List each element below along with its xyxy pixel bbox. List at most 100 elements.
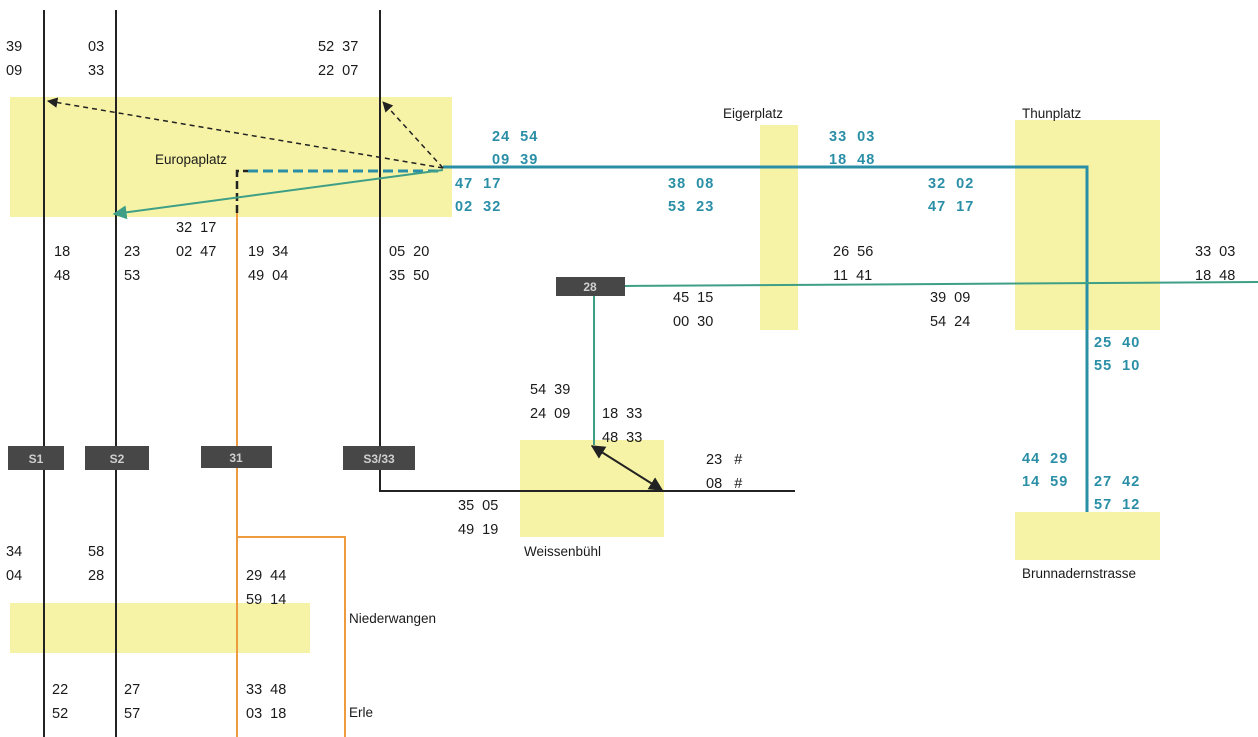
times-31-mid-b: 19 34 49 04 xyxy=(248,244,288,284)
line-31-loop xyxy=(237,536,346,737)
svg-text:04: 04 xyxy=(6,568,22,584)
stop-label-europaplatz: Europaplatz xyxy=(155,152,227,167)
times-thun-blue-south: 25 40 55 10 xyxy=(1094,335,1140,374)
badge-s3-33: S3/33 xyxy=(343,446,415,470)
svg-text:28: 28 xyxy=(583,280,597,294)
svg-text:32 02: 32 02 xyxy=(928,176,974,192)
svg-text:48: 48 xyxy=(54,268,70,284)
svg-text:49 19: 49 19 xyxy=(458,522,498,538)
svg-text:53: 53 xyxy=(124,268,140,284)
times-brunn-b: 27 42 57 12 xyxy=(1094,474,1140,513)
svg-text:09: 09 xyxy=(6,63,22,79)
svg-text:00 30: 00 30 xyxy=(673,314,713,330)
svg-text:28: 28 xyxy=(88,568,104,584)
svg-text:33: 33 xyxy=(88,63,104,79)
svg-text:18 48: 18 48 xyxy=(829,152,875,168)
times-31-low: 29 44 59 14 xyxy=(246,568,286,608)
svg-text:08 #: 08 # xyxy=(706,476,742,492)
svg-text:27: 27 xyxy=(124,682,140,698)
svg-text:55 10: 55 10 xyxy=(1094,358,1140,374)
times-thun-green-east: 33 03 18 48 xyxy=(1195,244,1235,284)
badge-31: 31 xyxy=(201,446,272,468)
svg-text:47 17: 47 17 xyxy=(928,199,974,215)
times-europa-blue-up: 24 54 09 39 xyxy=(492,129,538,168)
svg-text:48 33: 48 33 xyxy=(602,430,642,446)
svg-text:44 29: 44 29 xyxy=(1022,451,1068,467)
svg-text:58: 58 xyxy=(88,544,104,560)
svg-text:S2: S2 xyxy=(110,452,125,466)
svg-text:18 33: 18 33 xyxy=(602,406,642,422)
times-thun-blue-west: 32 02 47 17 xyxy=(928,176,974,215)
svg-text:53 23: 53 23 xyxy=(668,199,714,215)
svg-text:54 39: 54 39 xyxy=(530,382,570,398)
svg-text:22: 22 xyxy=(52,682,68,698)
svg-text:39 09: 39 09 xyxy=(930,290,970,306)
svg-text:31: 31 xyxy=(229,451,243,465)
svg-text:14 59: 14 59 xyxy=(1022,474,1068,490)
brunnadernstrasse-area xyxy=(1015,512,1160,560)
stop-label-brunnadernstrasse: Brunnadernstrasse xyxy=(1022,566,1136,581)
weissenbuehl-area xyxy=(520,440,664,537)
svg-text:25 40: 25 40 xyxy=(1094,335,1140,351)
times-28-down-a: 54 39 24 09 xyxy=(530,382,570,422)
times-s3-mid: 05 20 35 50 xyxy=(389,244,429,284)
svg-text:19 34: 19 34 xyxy=(248,244,288,260)
line-black-dashed-connector xyxy=(235,169,248,213)
svg-text:38 08: 38 08 xyxy=(668,176,714,192)
svg-text:22 07: 22 07 xyxy=(318,63,358,79)
svg-text:59 14: 59 14 xyxy=(246,592,286,608)
svg-text:18: 18 xyxy=(54,244,70,260)
svg-text:29 44: 29 44 xyxy=(246,568,286,584)
svg-text:52 37: 52 37 xyxy=(318,39,358,55)
stop-label-erle: Erle xyxy=(349,705,373,720)
svg-text:27 42: 27 42 xyxy=(1094,474,1140,490)
svg-text:03 18: 03 18 xyxy=(246,706,286,722)
times-s3-top: 52 37 22 07 xyxy=(318,39,358,79)
svg-text:35 50: 35 50 xyxy=(389,268,429,284)
times-31-mid-a: 32 17 02 47 xyxy=(176,220,216,260)
svg-text:34: 34 xyxy=(6,544,22,560)
svg-text:24 54: 24 54 xyxy=(492,129,538,145)
arrow-weissenbuehl xyxy=(590,445,664,491)
svg-text:S3/33: S3/33 xyxy=(363,452,395,466)
stop-label-thunplatz: Thunplatz xyxy=(1022,106,1082,121)
line-green-to-europa xyxy=(112,169,444,220)
svg-text:S1: S1 xyxy=(29,452,44,466)
svg-text:32 17: 32 17 xyxy=(176,220,216,236)
line-blue xyxy=(443,165,1089,512)
svg-text:26 56: 26 56 xyxy=(833,244,873,260)
times-mid-blue: 38 08 53 23 xyxy=(668,176,714,215)
badge-s1: S1 xyxy=(8,446,64,470)
times-s1-bottom: 22 52 xyxy=(52,682,68,722)
times-s2-top: 03 33 xyxy=(88,39,104,79)
times-s1-top: 39 09 xyxy=(6,39,22,79)
svg-text:49 04: 49 04 xyxy=(248,268,288,284)
svg-text:18 48: 18 48 xyxy=(1195,268,1235,284)
times-weiss-east: 23 #08 # xyxy=(706,452,742,492)
svg-text:11 41: 11 41 xyxy=(833,268,872,284)
line-28-east xyxy=(624,281,1258,287)
svg-text:03: 03 xyxy=(88,39,104,55)
eigerplatz-area xyxy=(760,125,798,330)
svg-text:33 03: 33 03 xyxy=(829,129,875,145)
times-brunn-a: 44 29 14 59 xyxy=(1022,451,1068,490)
svg-text:33 03: 33 03 xyxy=(1195,244,1235,260)
svg-text:09 39: 09 39 xyxy=(492,152,538,168)
svg-text:24 09: 24 09 xyxy=(530,406,570,422)
stop-label-weissenbuehl: Weissenbühl xyxy=(524,544,601,559)
svg-text:02 47: 02 47 xyxy=(176,244,216,260)
svg-text:05 20: 05 20 xyxy=(389,244,429,260)
svg-text:57 12: 57 12 xyxy=(1094,497,1140,513)
niederwangen-area xyxy=(10,603,310,653)
svg-text:39: 39 xyxy=(6,39,22,55)
svg-text:52: 52 xyxy=(52,706,68,722)
arrow-europa-s3 xyxy=(382,101,444,169)
times-eiger-blue: 33 03 18 48 xyxy=(829,129,875,168)
